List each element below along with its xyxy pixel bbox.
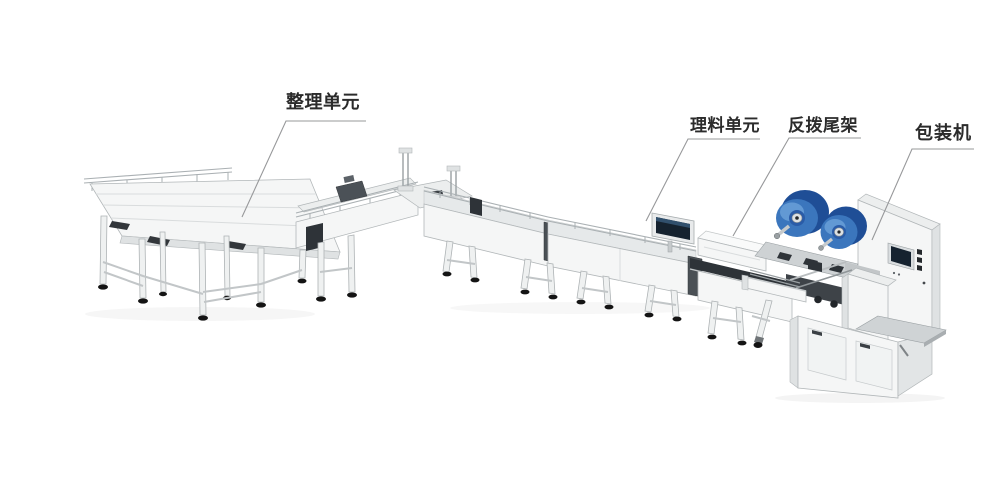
hmi-touchscreen xyxy=(651,212,695,253)
conveyor-legs xyxy=(520,258,682,322)
door-handle xyxy=(860,343,870,349)
material-handling-conveyor xyxy=(520,212,697,322)
label-material-unit: 理料单元 xyxy=(690,116,760,135)
ground-shadows xyxy=(775,393,945,403)
label-reverse-tail: 反拨尾架 xyxy=(788,116,858,135)
panel-button xyxy=(917,257,922,263)
sensor-post xyxy=(397,147,414,192)
control-panel xyxy=(887,242,926,285)
conveyor-legs xyxy=(442,240,480,283)
back-panel-side xyxy=(931,223,941,337)
panel-button xyxy=(917,249,922,255)
door-handle xyxy=(812,330,822,336)
conveyor-legs xyxy=(316,234,357,302)
leader-lines xyxy=(241,120,974,241)
main-conveyor-1 xyxy=(423,186,549,283)
leader-reverse-tail xyxy=(732,137,861,237)
packing-machine xyxy=(741,190,947,399)
rail-sensor-box xyxy=(470,197,482,216)
conveyor-legs xyxy=(707,300,747,346)
side-panel xyxy=(547,233,697,297)
merge-device xyxy=(335,175,368,203)
cabinet-door xyxy=(807,327,847,381)
cabinet-door xyxy=(855,340,893,391)
arranging-table-unit xyxy=(83,167,341,321)
table-legs xyxy=(98,215,307,321)
control-screen xyxy=(891,246,911,267)
leader-packing-machine xyxy=(871,148,974,241)
tail-frame-front xyxy=(697,237,767,272)
label-arranging-unit: 整理单元 xyxy=(286,92,360,112)
leader-material-unit xyxy=(645,138,760,222)
discharge-tray xyxy=(855,315,947,357)
infeed-rail xyxy=(741,274,807,348)
leader-arranging-unit xyxy=(241,120,366,218)
caster-wheel xyxy=(753,342,763,348)
side-panel xyxy=(295,190,419,249)
film-roll xyxy=(818,206,867,251)
infeed-branch-conveyor xyxy=(295,175,419,302)
panel-button xyxy=(917,265,922,271)
lower-cabinet xyxy=(789,315,933,399)
film-roll xyxy=(773,190,829,240)
label-packing-machine: 包装机 xyxy=(915,123,972,143)
